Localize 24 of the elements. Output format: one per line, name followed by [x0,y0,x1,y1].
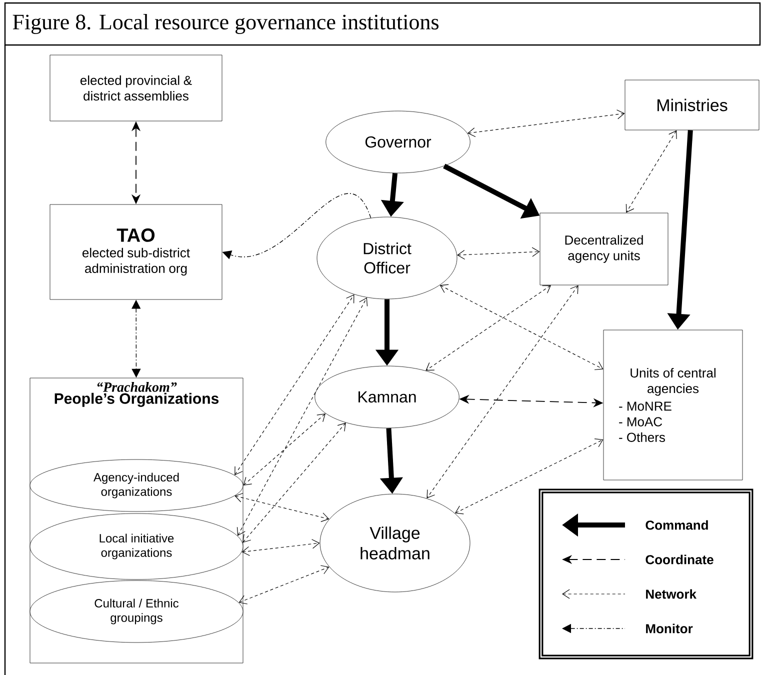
arrow [234,294,354,476]
institution-box: Ministries [624,80,760,130]
arrow [457,247,540,260]
arrow [440,284,604,370]
arrow [242,539,320,556]
legend-label: Command [646,520,708,530]
arrow [234,492,330,522]
institution-box: elected provincial & district assemblies [50,54,222,122]
institution-box: Units of central agencies - MoNRE - MoAC - Others [603,330,743,480]
legend-label: Network [646,589,696,599]
arrow [236,297,368,536]
arrow [238,565,330,604]
legend-label: Coordinate [646,554,714,564]
arrow [243,413,326,486]
arrow [626,130,677,213]
legend-label: Monitor [646,624,693,634]
institution-box: Decentralized agency units [540,212,668,286]
arrow [454,438,604,514]
institution-box: TAO elected sub-district administration org [50,204,222,300]
arrow [242,422,346,543]
figure-title: Figure 8. Local resource governance institutions [12,14,438,34]
arrow [426,285,551,371]
arrow [426,285,578,498]
arrow [467,110,625,138]
